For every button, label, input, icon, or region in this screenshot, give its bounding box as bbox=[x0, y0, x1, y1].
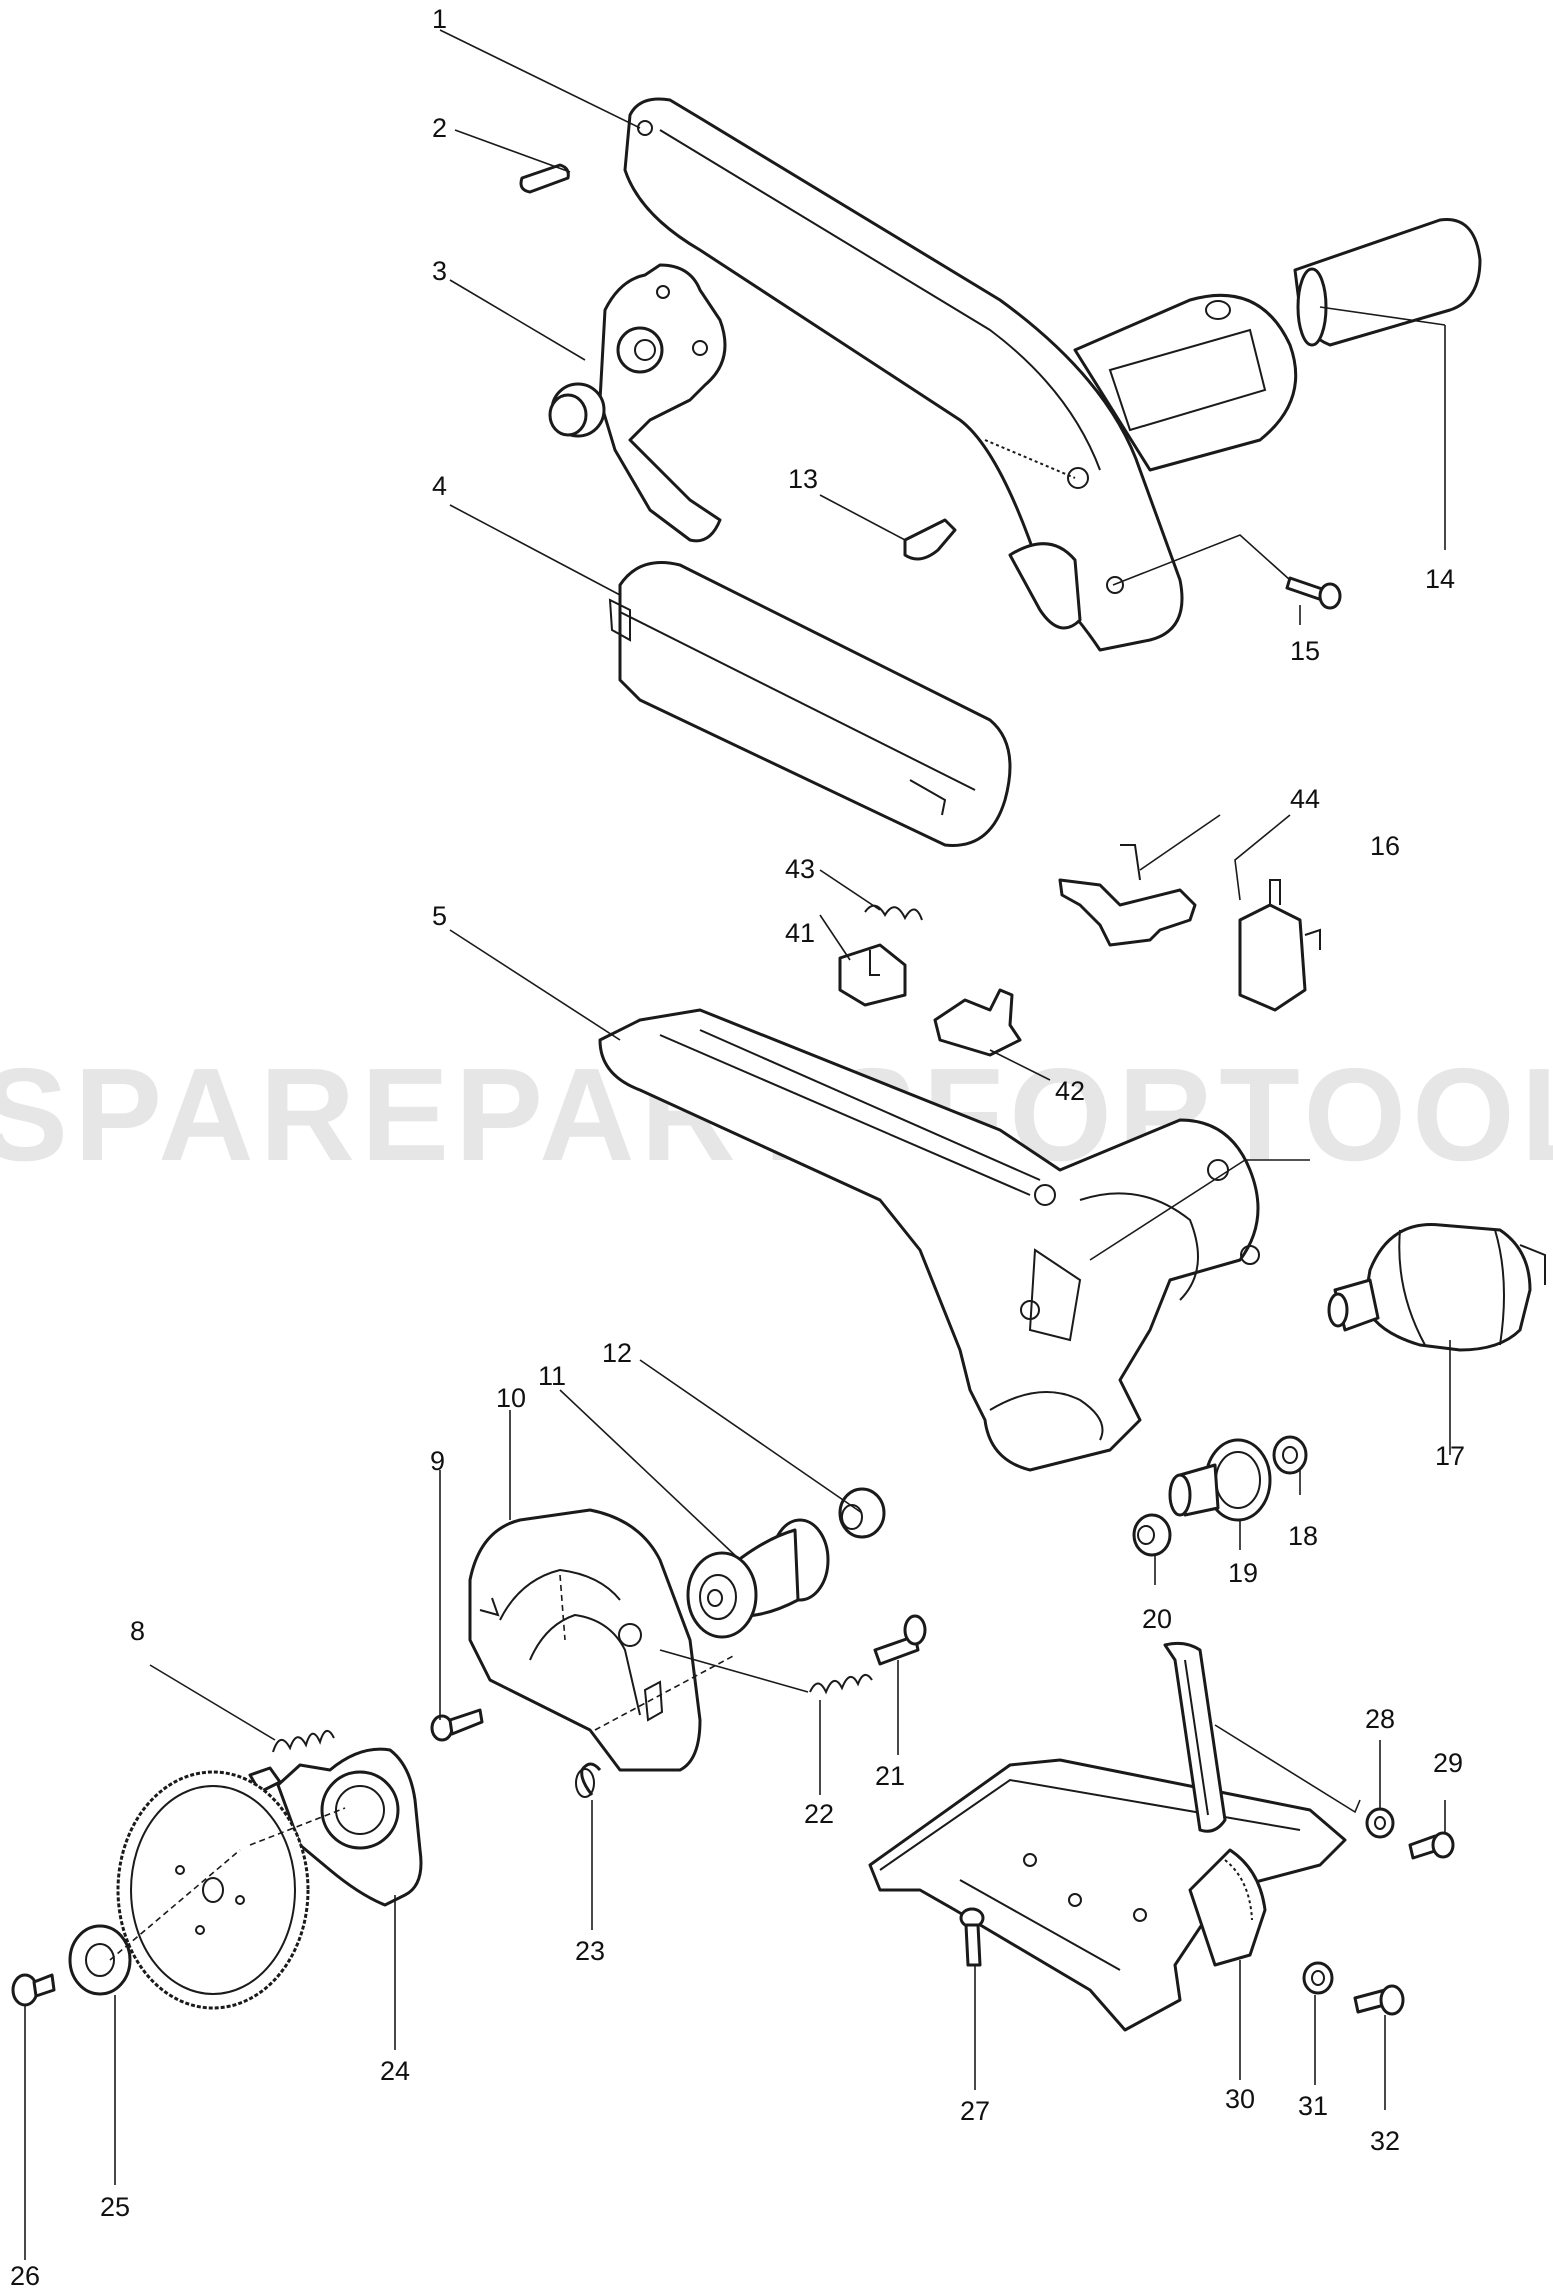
leader-lines bbox=[24, 29, 1451, 2260]
label-part-1: 1 bbox=[432, 4, 447, 34]
label-part-8: 8 bbox=[130, 1616, 145, 1646]
part-18-bearing bbox=[1272, 1435, 1308, 1475]
label-part-5: 5 bbox=[432, 901, 447, 931]
part-14-grip bbox=[1073, 218, 1482, 472]
part-44-switch-actuator bbox=[1058, 844, 1197, 947]
part-15-screw bbox=[1285, 576, 1342, 610]
label-part-4: 4 bbox=[432, 471, 447, 501]
label-part-44: 44 bbox=[1290, 784, 1320, 814]
label-part-2: 2 bbox=[432, 113, 447, 143]
label-part-17: 17 bbox=[1435, 1441, 1465, 1471]
label-part-19: 19 bbox=[1228, 1558, 1258, 1588]
part-28-washer bbox=[1365, 1807, 1395, 1839]
label-part-31: 31 bbox=[1298, 2091, 1328, 2121]
label-part-23: 23 bbox=[575, 1936, 605, 1966]
label-part-25: 25 bbox=[100, 2192, 130, 2222]
part-16-switch bbox=[1238, 879, 1321, 1012]
part-26-bolt bbox=[11, 1973, 56, 2007]
label-part-15: 15 bbox=[1290, 636, 1320, 666]
part-27-screw bbox=[959, 1907, 985, 1967]
part-19-gear bbox=[1168, 1438, 1272, 1522]
label-part-16: 16 bbox=[1370, 831, 1400, 861]
part-41-slider bbox=[838, 943, 907, 1007]
label-part-22: 22 bbox=[804, 1799, 834, 1829]
label-part-12: 12 bbox=[602, 1338, 632, 1368]
part-23-circlip bbox=[575, 1762, 602, 1798]
part-5-main-housing bbox=[598, 1008, 1260, 1472]
label-part-14: 14 bbox=[1425, 564, 1455, 594]
part-32-screw bbox=[1353, 1984, 1405, 2016]
part-21-bolt bbox=[873, 1614, 927, 1666]
part-4-cover bbox=[608, 561, 1012, 847]
part-11-spindle bbox=[686, 1518, 830, 1639]
part-13-clip bbox=[903, 518, 957, 561]
label-part-13: 13 bbox=[788, 464, 818, 494]
label-part-28: 28 bbox=[1365, 1704, 1395, 1734]
part-24-lower-guard bbox=[248, 1747, 423, 1907]
label-part-21: 21 bbox=[875, 1761, 905, 1791]
part-10-blade-guard bbox=[468, 1508, 702, 1772]
label-part-43: 43 bbox=[785, 854, 815, 884]
part-number-labels: 1 2 3 4 5 8 9 10 11 12 13 14 15 16 17 18… bbox=[10, 4, 1465, 2291]
label-part-11: 11 bbox=[538, 1361, 566, 1391]
label-part-18: 18 bbox=[1288, 1521, 1318, 1551]
part-42-lever bbox=[933, 988, 1022, 1057]
label-part-10: 10 bbox=[496, 1383, 526, 1413]
part-1-handle-housing bbox=[623, 97, 1184, 652]
saw-blade bbox=[116, 1770, 310, 2010]
part-3-bracket bbox=[548, 263, 727, 543]
part-8-spring bbox=[272, 1730, 335, 1753]
label-part-29: 29 bbox=[1433, 1748, 1463, 1778]
part-2-pin bbox=[519, 163, 570, 194]
label-part-9: 9 bbox=[430, 1446, 445, 1476]
part-31-washer bbox=[1302, 1961, 1334, 1995]
label-part-24: 24 bbox=[380, 2056, 410, 2086]
part-25-flange bbox=[68, 1924, 132, 1996]
label-part-20: 20 bbox=[1142, 1604, 1172, 1634]
label-part-27: 27 bbox=[960, 2096, 990, 2126]
label-part-41: 41 bbox=[785, 918, 815, 948]
part-29-screw bbox=[1408, 1831, 1455, 1860]
part-22-spring bbox=[809, 1673, 873, 1695]
part-17-motor bbox=[1327, 1223, 1546, 1352]
part-43-spring bbox=[864, 904, 923, 921]
part-20-bushing bbox=[1132, 1513, 1172, 1557]
label-part-32: 32 bbox=[1370, 2126, 1400, 2156]
part-30-base-plate bbox=[868, 1641, 1347, 2032]
label-part-3: 3 bbox=[432, 256, 447, 286]
part-9-screw bbox=[430, 1708, 484, 1742]
label-part-30: 30 bbox=[1225, 2084, 1255, 2114]
label-part-26: 26 bbox=[10, 2261, 40, 2291]
label-part-42: 42 bbox=[1055, 1076, 1085, 1106]
